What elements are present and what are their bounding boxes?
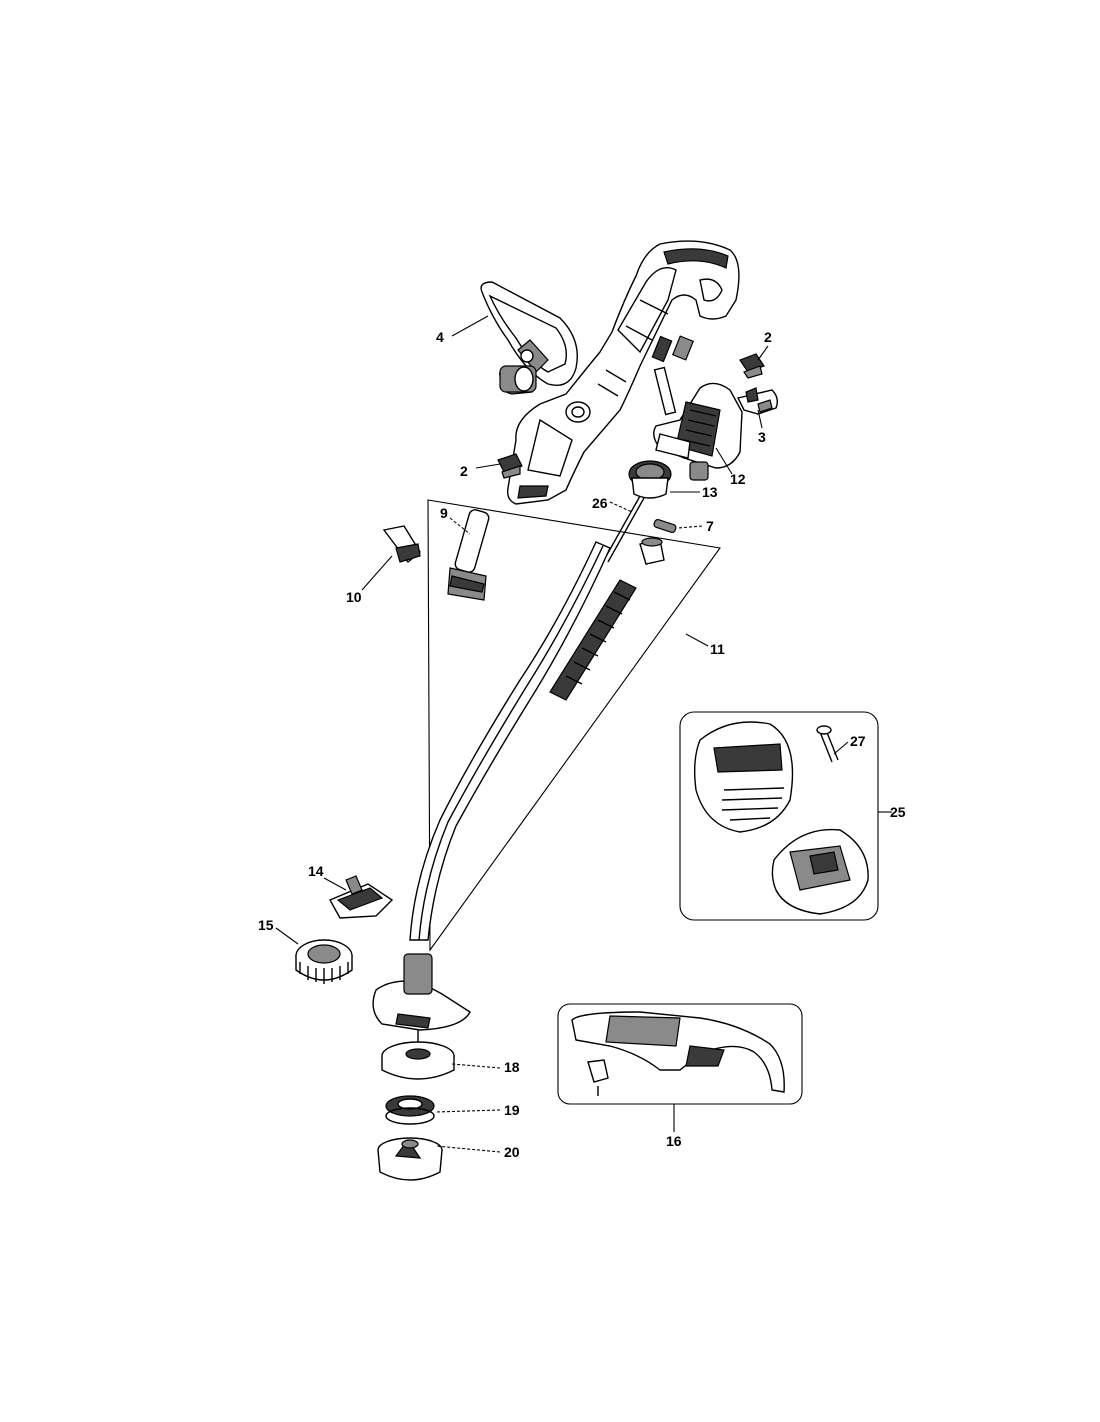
label-part-9: 9: [440, 505, 448, 521]
label-part-10: 10: [346, 589, 362, 605]
part-20-head-cover: [377, 1137, 443, 1181]
part-14-head-latch: [329, 875, 394, 919]
trimmer-head-base: [372, 953, 471, 1031]
part-12-motor: [653, 382, 743, 481]
part-3-switch: [736, 387, 779, 415]
main-tube: [409, 541, 611, 941]
label-part-13: 13: [702, 484, 718, 500]
part-15-spool-cap: [295, 939, 353, 984]
label-part-18: 18: [504, 1059, 520, 1075]
part-2-clip-upper: [739, 353, 765, 379]
cable-guide-rack: [549, 579, 637, 701]
part-13-gear: [628, 460, 672, 499]
label-part-27: 27: [850, 733, 866, 749]
label-part-14: 14: [308, 863, 324, 879]
part-16-guard-box: [557, 1003, 803, 1105]
part-10-latch: [382, 525, 421, 564]
label-part-7: 7: [706, 518, 714, 534]
label-part-4: 4: [436, 329, 444, 345]
part-18-spool-housing: [381, 1030, 455, 1080]
part-26-drive-shaft: [603, 495, 645, 563]
part-25-guard-box: [679, 711, 879, 921]
part-7-pin: [653, 518, 677, 534]
leader-lines: [275, 315, 892, 1153]
part-2-clip-lower: [497, 453, 523, 479]
label-part-3: 3: [758, 429, 766, 445]
label-part-2-upper: 2: [764, 329, 772, 345]
part-11-frame: [427, 499, 721, 952]
part-19-spool: [385, 1095, 435, 1125]
label-part-20: 20: [504, 1144, 520, 1160]
main-handle-housing: [506, 240, 740, 505]
motor-brush-rod: [653, 366, 677, 416]
label-part-11: 11: [710, 641, 725, 657]
label-part-26: 26: [592, 495, 608, 511]
label-part-16: 16: [666, 1133, 682, 1149]
part-27-screw: [816, 725, 839, 763]
handle-bushing: [499, 365, 537, 393]
part-9-housing-insert: [447, 509, 490, 601]
part-labels: 2 3 4 2 12 13 26 9 7 10 11 27 25 14 15 1…: [258, 329, 906, 1160]
label-part-25: 25: [890, 804, 906, 820]
tube-coupling: [639, 537, 665, 565]
label-part-12: 12: [730, 471, 746, 487]
label-part-2-lower: 2: [460, 463, 468, 479]
label-part-19: 19: [504, 1102, 520, 1118]
label-part-15: 15: [258, 917, 274, 933]
